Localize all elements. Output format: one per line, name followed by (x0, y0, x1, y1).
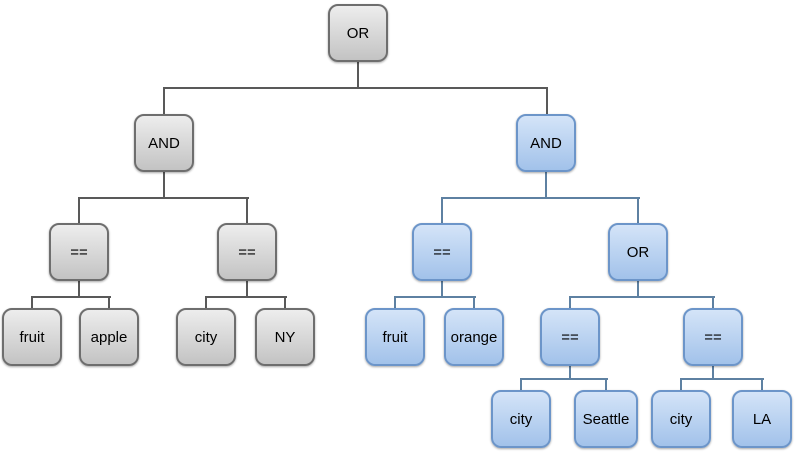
connector-segment (546, 89, 548, 114)
connector-segment (394, 296, 476, 298)
connector-segment (246, 199, 248, 223)
node-eq-fruit-apple: == (49, 223, 109, 281)
node-and-left: AND (134, 114, 194, 172)
node-leaf-fruit-2: fruit (365, 308, 425, 366)
connector-segment (205, 296, 287, 298)
connector-segment (520, 378, 608, 380)
node-or-root: OR (328, 4, 388, 62)
connector-segment (473, 298, 475, 308)
connector-segment (31, 298, 33, 308)
node-leaf-seattle: Seattle (574, 390, 638, 448)
node-eq-city-ny: == (217, 223, 277, 281)
node-leaf-orange: orange (444, 308, 504, 366)
connector-segment (637, 199, 639, 223)
connector-segment (605, 380, 607, 390)
connector-segment (441, 199, 443, 223)
connector-segment (761, 380, 763, 390)
connector-segment (441, 197, 640, 199)
connector-segment (163, 87, 548, 89)
node-leaf-fruit: fruit (2, 308, 62, 366)
node-leaf-la: LA (732, 390, 792, 448)
connector-segment (246, 281, 248, 298)
connector-segment (441, 281, 443, 298)
connector-segment (394, 298, 396, 308)
node-leaf-ny: NY (255, 308, 315, 366)
connector-segment (108, 298, 110, 308)
connector-segment (78, 281, 80, 298)
connector-segment (712, 298, 714, 308)
node-leaf-apple: apple (79, 308, 139, 366)
connector-segment (520, 380, 522, 390)
connector-segment (680, 380, 682, 390)
connector-segment (712, 366, 714, 380)
connector-segment (637, 281, 639, 298)
connector-segment (31, 296, 111, 298)
node-eq-city-la: == (683, 308, 743, 366)
connector-segment (163, 89, 165, 114)
connector-segment (163, 172, 165, 199)
node-leaf-city: city (176, 308, 236, 366)
node-leaf-city-3: city (651, 390, 711, 448)
connector-segment (569, 296, 715, 298)
connector-segment (569, 298, 571, 308)
connector-segment (205, 298, 207, 308)
connector-segment (680, 378, 764, 380)
connector-segment (545, 172, 547, 199)
node-leaf-city-2: city (491, 390, 551, 448)
connector-segment (284, 298, 286, 308)
node-eq-fruit-orange: == (412, 223, 472, 281)
connector-segment (569, 366, 571, 380)
node-or-right: OR (608, 223, 668, 281)
connector-segment (78, 197, 249, 199)
node-eq-city-seattle: == (540, 308, 600, 366)
node-and-right: AND (516, 114, 576, 172)
connector-segment (357, 62, 359, 89)
connector-segment (78, 199, 80, 223)
